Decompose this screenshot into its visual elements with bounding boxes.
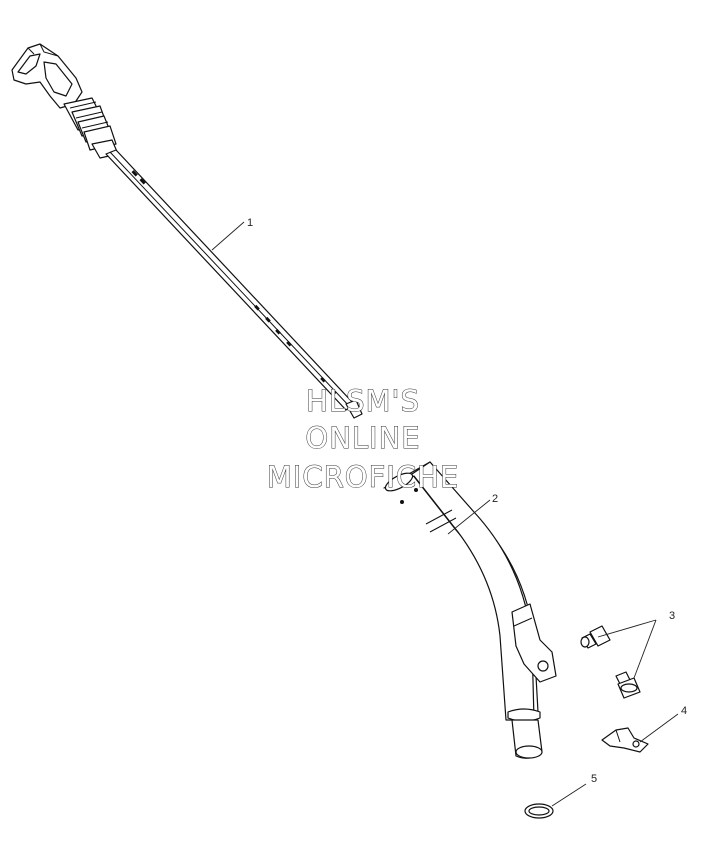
fastener-parts bbox=[580, 625, 641, 699]
leader-5 bbox=[551, 783, 587, 807]
stud-fastener bbox=[580, 625, 611, 649]
leader-1 bbox=[211, 221, 245, 251]
leader-2 bbox=[447, 499, 491, 535]
dipstick-part bbox=[11, 43, 363, 419]
o-ring-part bbox=[524, 803, 554, 819]
callout-3: 3 bbox=[669, 610, 675, 622]
leader-3b bbox=[633, 619, 657, 679]
watermark-line-3: MICROFICHE bbox=[267, 460, 459, 494]
bolt-fastener bbox=[615, 671, 641, 699]
callout-5: 5 bbox=[591, 773, 597, 785]
dipstick-handle bbox=[11, 43, 119, 159]
watermark-line-1: HLSM'S bbox=[306, 384, 420, 418]
leader-lines bbox=[211, 221, 679, 807]
callout-labels: 1 2 3 4 5 bbox=[247, 217, 687, 785]
dipstick-blade bbox=[105, 149, 363, 419]
callout-4: 4 bbox=[681, 705, 687, 717]
watermark: HLSM'S ONLINE MICROFICHE bbox=[266, 384, 459, 495]
leader-3a bbox=[597, 619, 657, 638]
clip-part bbox=[601, 727, 649, 753]
tube-bracket bbox=[511, 603, 557, 683]
callout-2: 2 bbox=[492, 493, 498, 505]
leader-4 bbox=[639, 713, 679, 743]
watermark-line-2: ONLINE bbox=[305, 421, 420, 455]
dipstick-tube-part bbox=[383, 461, 557, 759]
callout-1: 1 bbox=[247, 217, 253, 229]
